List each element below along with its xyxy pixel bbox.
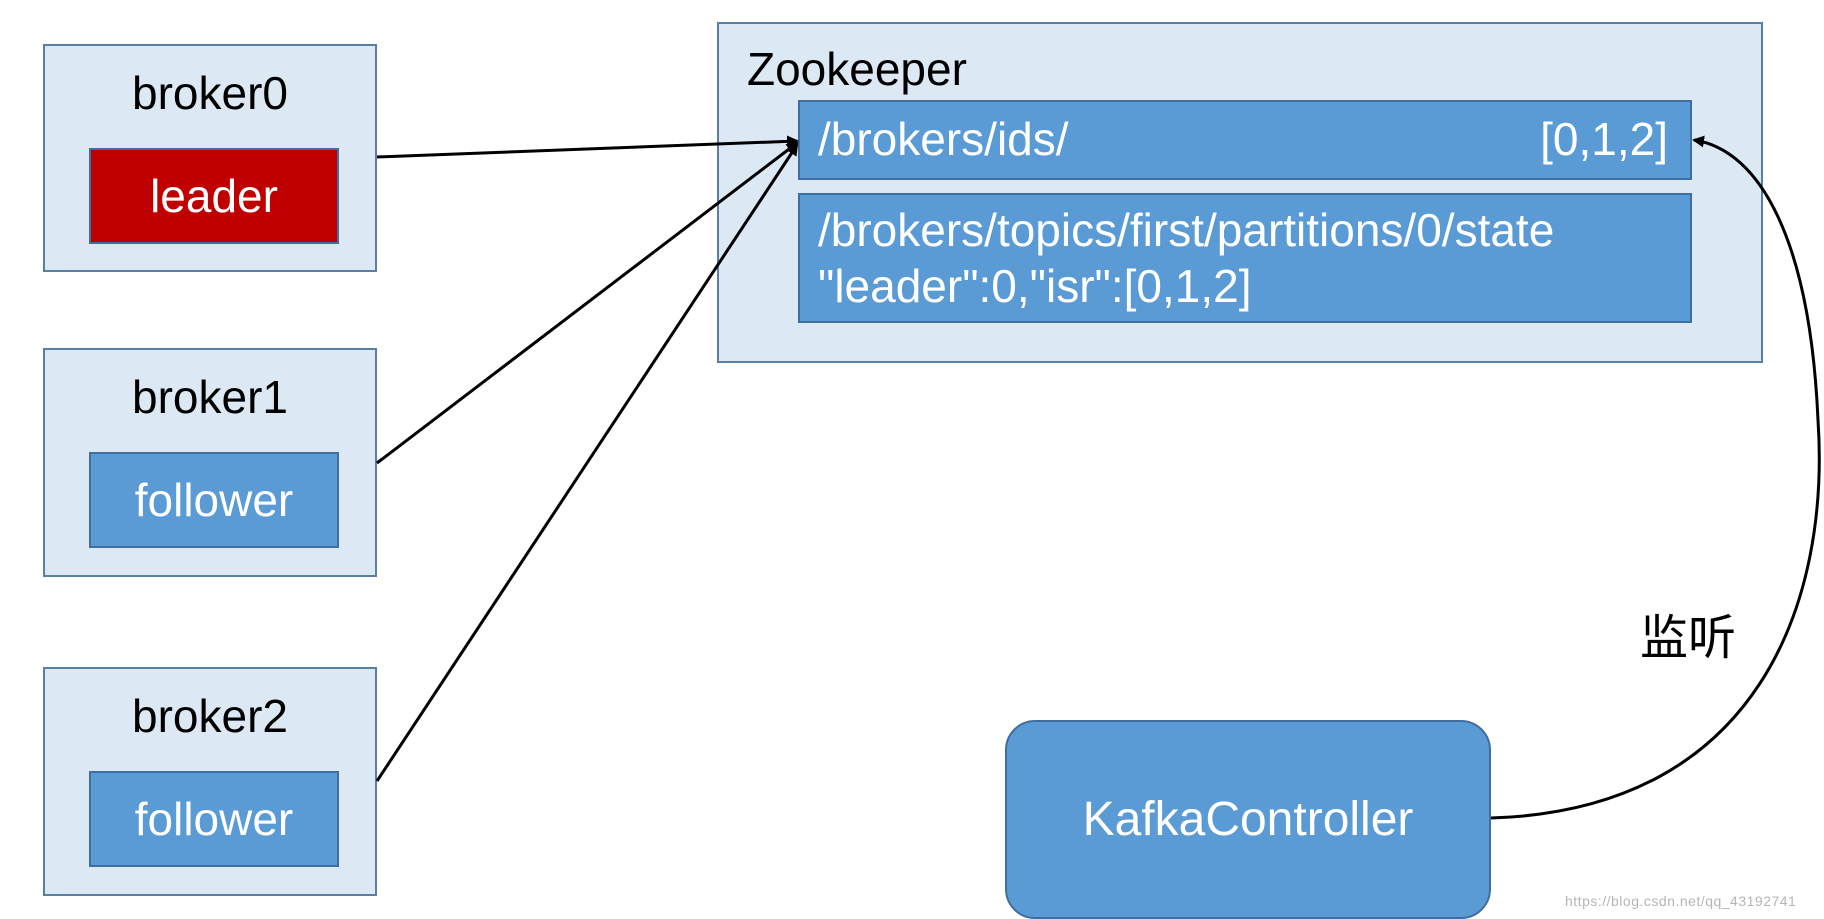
arrow-broker2-to-ids: [375, 143, 799, 782]
broker2-role-follower: follower: [89, 771, 339, 867]
broker-ids-node: /brokers/ids/ [0,1,2]: [798, 100, 1692, 180]
arrow-controller-listen-ids: [1490, 135, 1821, 820]
listen-edge-label: 监听: [1640, 612, 1737, 665]
broker-ids-path: /brokers/ids/: [818, 113, 1069, 165]
broker-ids-value: [0,1,2]: [1540, 113, 1668, 165]
kafka-controller-label: KafkaController: [1082, 793, 1414, 846]
watermark-text: https://blog.csdn.net/qq_43192741: [1565, 893, 1797, 909]
zookeeper-title: Zookeeper: [747, 43, 967, 95]
broker0-role-leader: leader: [89, 148, 339, 244]
arrow-broker1-to-ids: [376, 141, 799, 465]
arrow-broker0-to-ids: [376, 135, 799, 159]
kafka-controller-node: KafkaController: [1005, 720, 1491, 919]
partition-state-node: /brokers/topics/first/partitions/0/state…: [798, 193, 1692, 323]
broker1-role-follower: follower: [89, 452, 339, 548]
broker2-box: broker2 follower: [43, 667, 377, 896]
broker2-title: broker2: [132, 690, 288, 742]
broker0-box: broker0 leader: [43, 44, 377, 272]
partition-state-path: /brokers/topics/first/partitions/0/state: [818, 204, 1555, 256]
broker0-title: broker0: [132, 67, 288, 119]
partition-state-content: "leader":0,"isr":[0,1,2]: [818, 260, 1252, 312]
broker1-title: broker1: [132, 371, 288, 423]
broker1-box: broker1 follower: [43, 348, 377, 577]
